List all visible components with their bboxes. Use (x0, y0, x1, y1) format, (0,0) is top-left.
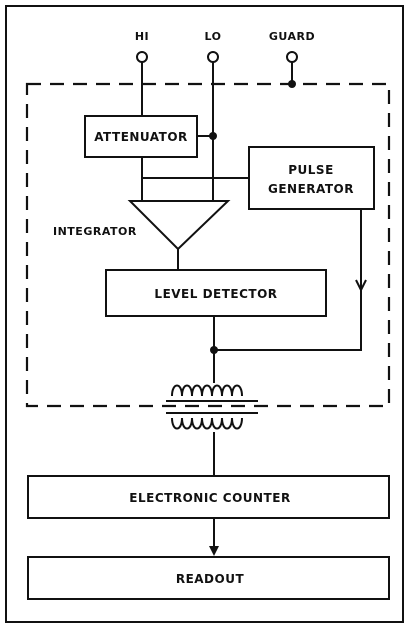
terminal-hi-label: HI (135, 30, 149, 43)
terminal-guard (286, 51, 298, 63)
pulse-generator-label-line2: GENERATOR (268, 182, 354, 196)
guard-junction-dot (288, 80, 296, 88)
transformer-primary-winding (171, 384, 243, 397)
pulse-generator-block (248, 146, 375, 210)
electronic-counter-label: ELECTRONIC COUNTER (129, 491, 290, 505)
guard-enclosure (25, 82, 391, 408)
terminal-guard-label: GUARD (269, 30, 315, 43)
terminal-lo (207, 51, 219, 63)
attenuator-block (84, 115, 198, 158)
level-detector-block (105, 269, 327, 317)
readout-block (27, 556, 390, 600)
readout-label: READOUT (176, 572, 245, 586)
pulse-trigger-arrow (355, 279, 367, 293)
pulse-generator-label-line1: PULSE (288, 163, 334, 177)
outer-frame (5, 5, 404, 623)
attenuator-label: ATTENUATOR (94, 130, 188, 144)
level-detector-label: LEVEL DETECTOR (154, 287, 277, 301)
integrator-symbol (127, 200, 231, 251)
terminal-lo-label: LO (205, 30, 222, 43)
electronic-counter-block (27, 475, 390, 519)
transformer-secondary-winding (171, 417, 243, 430)
readout-arrowhead (209, 546, 219, 556)
terminal-hi (136, 51, 148, 63)
pulse-trigger-loop (214, 209, 362, 351)
integrator-label: INTEGRATOR (53, 225, 137, 238)
